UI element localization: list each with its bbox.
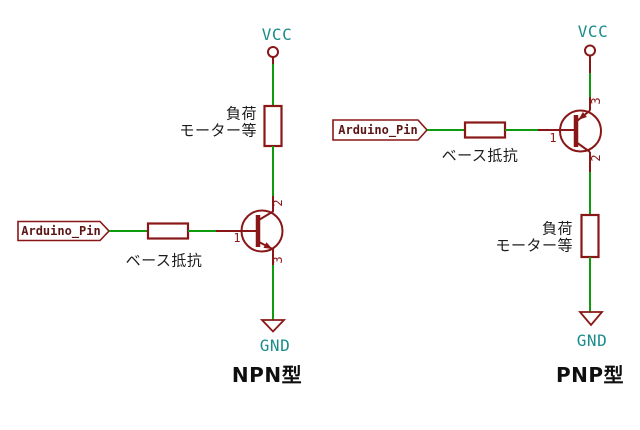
pin-number-collector: 2 <box>271 199 285 207</box>
pin-number-base: 1 <box>233 231 241 245</box>
emitter-arrow-icon <box>578 112 587 120</box>
vcc-label: VCC <box>577 22 609 41</box>
npn-transistor-icon <box>216 209 284 253</box>
pin-number-emitter: 3 <box>271 256 285 264</box>
load-caption-line1: 負荷 <box>225 104 257 123</box>
load-caption-line2: モーター等 <box>495 236 573 255</box>
pin-number-base: 1 <box>549 131 557 145</box>
npn-circuit-graphics <box>17 46 287 333</box>
emitter-arrow-icon <box>263 242 273 249</box>
gnd-label: GND <box>576 331 608 350</box>
vcc-terminal-icon <box>584 44 596 57</box>
base-resistor <box>463 121 507 139</box>
vcc-terminal-icon <box>267 46 279 58</box>
pin-number-emitter: 3 <box>589 97 603 105</box>
gnd-label: GND <box>259 336 291 355</box>
circuit-title-pnp: PNP型 <box>555 363 625 387</box>
pnp-circuit-graphics <box>332 44 604 327</box>
base-resistor-caption: ベース抵抗 <box>125 251 203 270</box>
load-resistor <box>263 104 283 148</box>
hier-label-shape <box>332 119 429 141</box>
circuit-title-npn: NPN型 <box>231 363 303 387</box>
load-caption-line2: モーター等 <box>179 121 257 140</box>
vcc-label: VCC <box>261 25 293 44</box>
arduino-pin-label: Arduino_Pin <box>338 123 418 137</box>
arduino-pin-label: Arduino_Pin <box>21 224 101 238</box>
base-resistor-caption: ベース抵抗 <box>441 146 519 165</box>
pin-number-collector: 2 <box>589 154 603 162</box>
pnp-transistor-icon <box>538 109 602 153</box>
load-resistor <box>580 213 600 259</box>
base-resistor <box>146 222 190 240</box>
load-caption-line1: 負荷 <box>541 219 573 238</box>
hier-label-shape <box>17 220 111 242</box>
gnd-symbol-icon <box>259 319 287 333</box>
gnd-symbol-icon <box>578 311 604 327</box>
